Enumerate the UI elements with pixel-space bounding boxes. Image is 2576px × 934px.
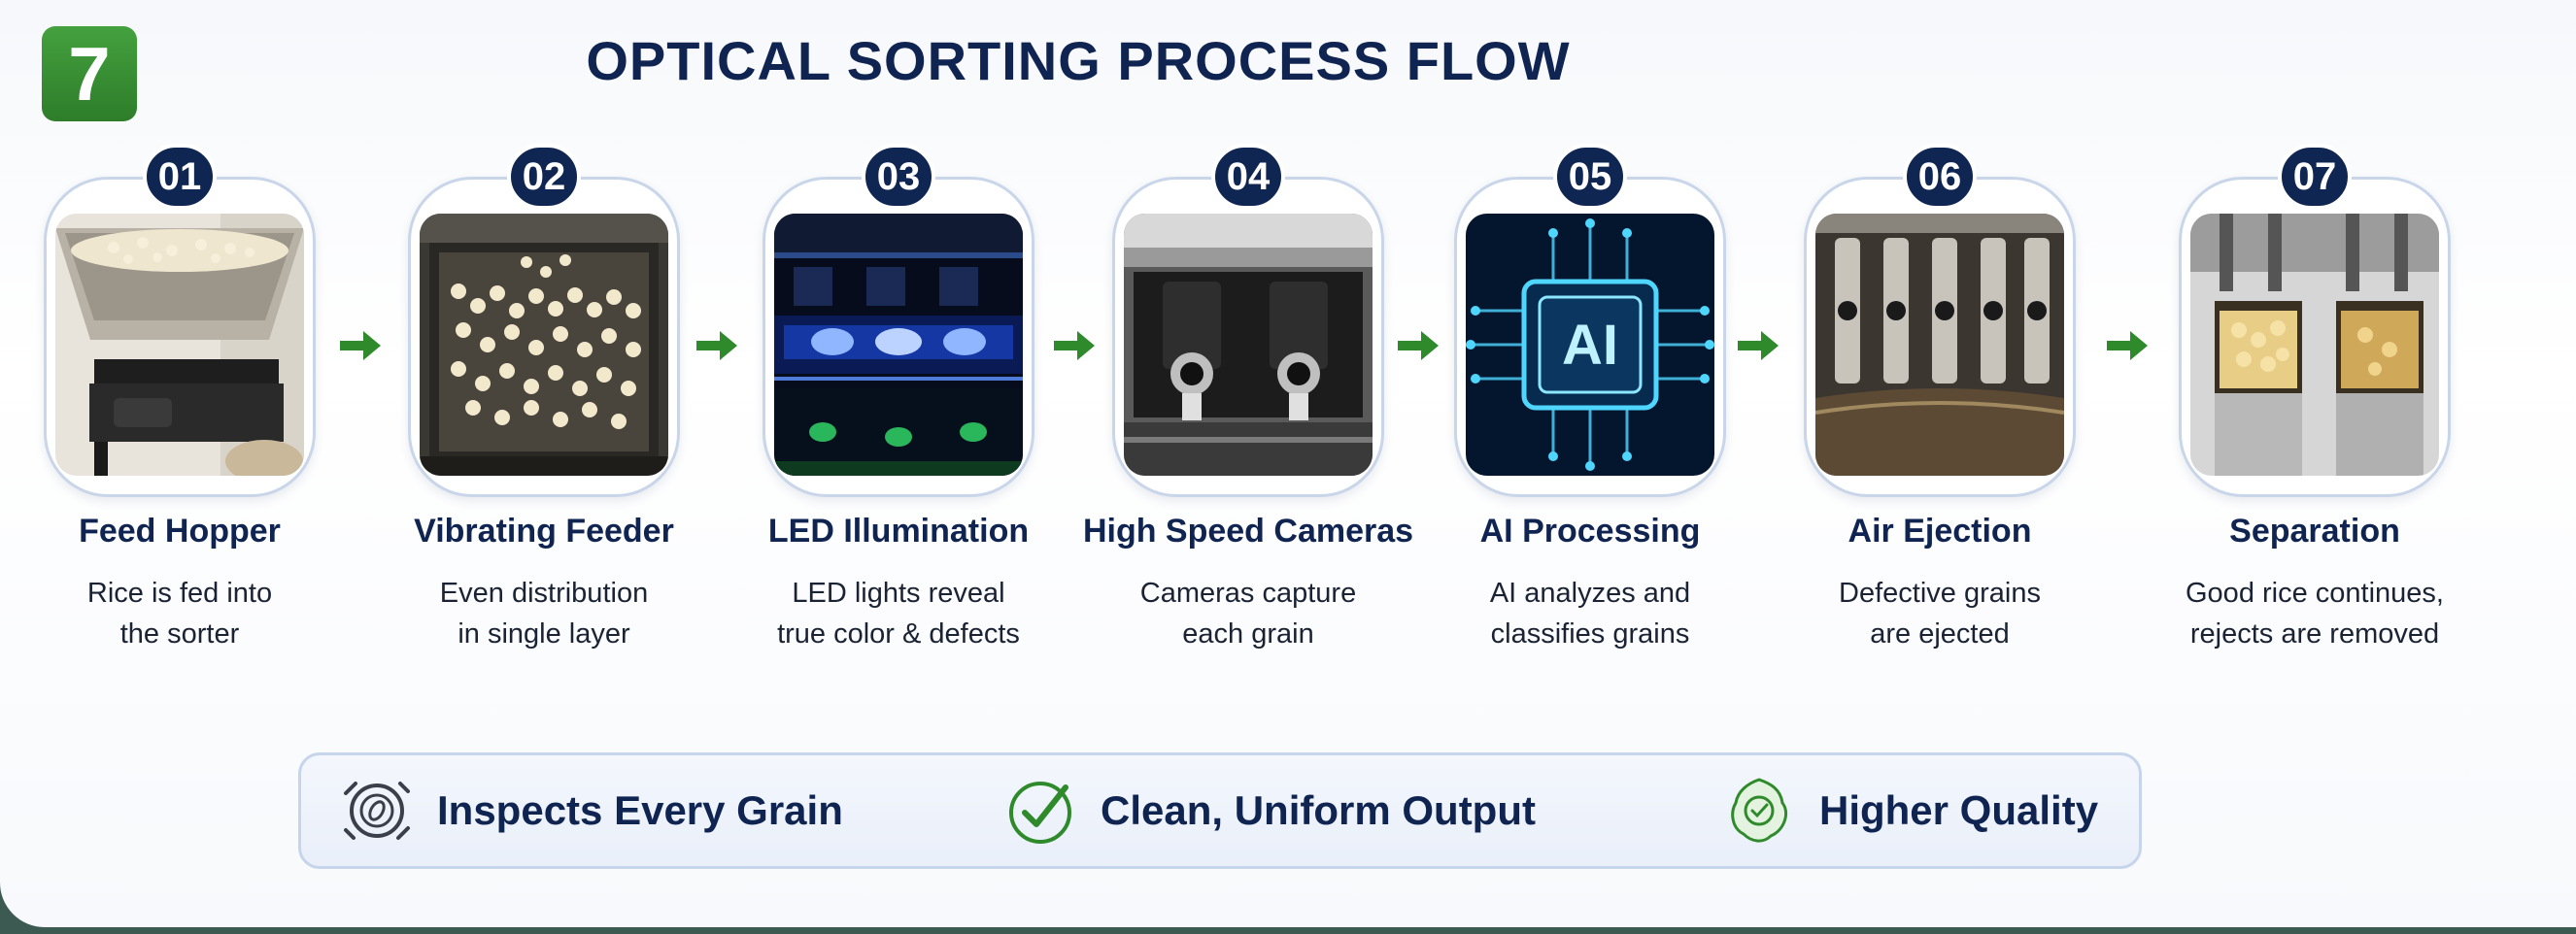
flow-arrow-icon	[696, 331, 737, 360]
step-label: AI Processing	[1479, 513, 1701, 550]
benefit-higher-quality: Higher Quality	[1722, 755, 2098, 866]
step-label: Feed Hopper	[79, 513, 281, 550]
step-description-line: rejects are removed	[2189, 618, 2440, 650]
separation-image	[2190, 214, 2439, 476]
step-number: 06	[1903, 144, 1977, 210]
step-description-line: Rice is fed into	[86, 578, 273, 609]
benefit-clean-uniform-output: Clean, Uniform Output	[1003, 755, 1536, 866]
step-description-line: LED lights reveal	[792, 578, 1005, 609]
step-description-line: the sorter	[119, 618, 240, 650]
step-description-line: each grain	[1182, 618, 1314, 650]
step-label: Vibrating Feeder	[414, 513, 674, 550]
led-illumination-image	[774, 214, 1023, 476]
step-number: 02	[507, 144, 581, 210]
section-number-badge: 7	[42, 26, 137, 121]
step-description: Defective grains are ejected	[1755, 573, 2124, 654]
step-description: LED lights reveal true color & defects	[714, 573, 1083, 654]
step-label: Separation	[2229, 513, 2400, 550]
step-description-line: true color & defects	[777, 618, 1020, 650]
step-feed-hopper: 01 Feed Hopper Rice is fed into the sort…	[34, 144, 325, 668]
ai-processing-image: AI	[1466, 214, 1714, 476]
scan-grain-icon	[344, 782, 410, 840]
page-title: OPTICAL SORTING PROCESS FLOW	[586, 30, 1571, 91]
step-description: AI analyzes and classifies grains	[1406, 573, 1775, 654]
step-vibrating-feeder: 02 Vibrating Feeder Even distribution in…	[398, 144, 690, 668]
high-speed-cameras-image	[1124, 214, 1373, 476]
benefits-bar: Inspects Every Grain Clean, Uniform Outp…	[298, 752, 2142, 869]
vibrating-feeder-image	[420, 214, 668, 476]
quality-award-icon	[1731, 778, 1787, 843]
step-description-line: classifies grains	[1490, 618, 1690, 650]
step-label: High Speed Cameras	[1082, 513, 1414, 550]
step-number: 01	[143, 144, 217, 210]
step-air-ejection: 06 Air Ejection Defective grains are eje…	[1794, 144, 2085, 668]
ai-chip-text: AI	[1562, 314, 1618, 377]
flow-arrow-icon	[1398, 331, 1439, 360]
benefit-label: Inspects Every Grain	[437, 787, 843, 833]
step-ai-processing: AI 05 AI Processing AI analyzes and clas…	[1444, 144, 1736, 668]
step-description-line: Cameras capture	[1139, 578, 1357, 609]
step-description-line: Good rice continues,	[2186, 578, 2444, 609]
step-description-line: are ejected	[1870, 618, 2010, 650]
step-number: 03	[862, 144, 935, 210]
step-description-line: Even distribution	[439, 578, 649, 609]
benefit-label: Clean, Uniform Output	[1101, 787, 1536, 833]
step-description: Good rice continues, rejects are removed	[2130, 573, 2499, 654]
flow-arrow-icon	[1738, 331, 1779, 360]
step-description: Cameras capture each grain	[1064, 573, 1433, 654]
step-description: Even distribution in single layer	[359, 573, 729, 654]
step-number: 07	[2278, 144, 2352, 210]
flow-arrow-icon	[340, 331, 381, 360]
step-description: Rice is fed into the sorter	[0, 573, 364, 654]
step-number: 05	[1553, 144, 1627, 210]
step-separation: 07 Separation Good rice continues, rejec…	[2169, 144, 2460, 668]
flow-arrow-icon	[1054, 331, 1095, 360]
step-description-line: AI analyzes and	[1489, 578, 1691, 609]
flow-arrow-icon	[2107, 331, 2148, 360]
step-high-speed-cameras: 04 High Speed Cameras Cameras capture ea…	[1083, 144, 1413, 668]
step-description-line: Defective grains	[1839, 578, 2041, 609]
step-label: LED Illumination	[767, 513, 1030, 550]
step-led-illumination: 03 LED Illumination LED lights reveal tr…	[753, 144, 1044, 668]
step-label: Air Ejection	[1847, 513, 2032, 550]
air-ejection-image	[1815, 214, 2064, 476]
check-circle-icon	[1009, 782, 1071, 844]
step-number: 04	[1211, 144, 1285, 210]
step-description-line: in single layer	[458, 618, 630, 650]
benefit-inspects-every-grain: Inspects Every Grain	[340, 755, 843, 866]
feed-hopper-image	[55, 214, 304, 476]
benefit-label: Higher Quality	[1819, 787, 2099, 833]
